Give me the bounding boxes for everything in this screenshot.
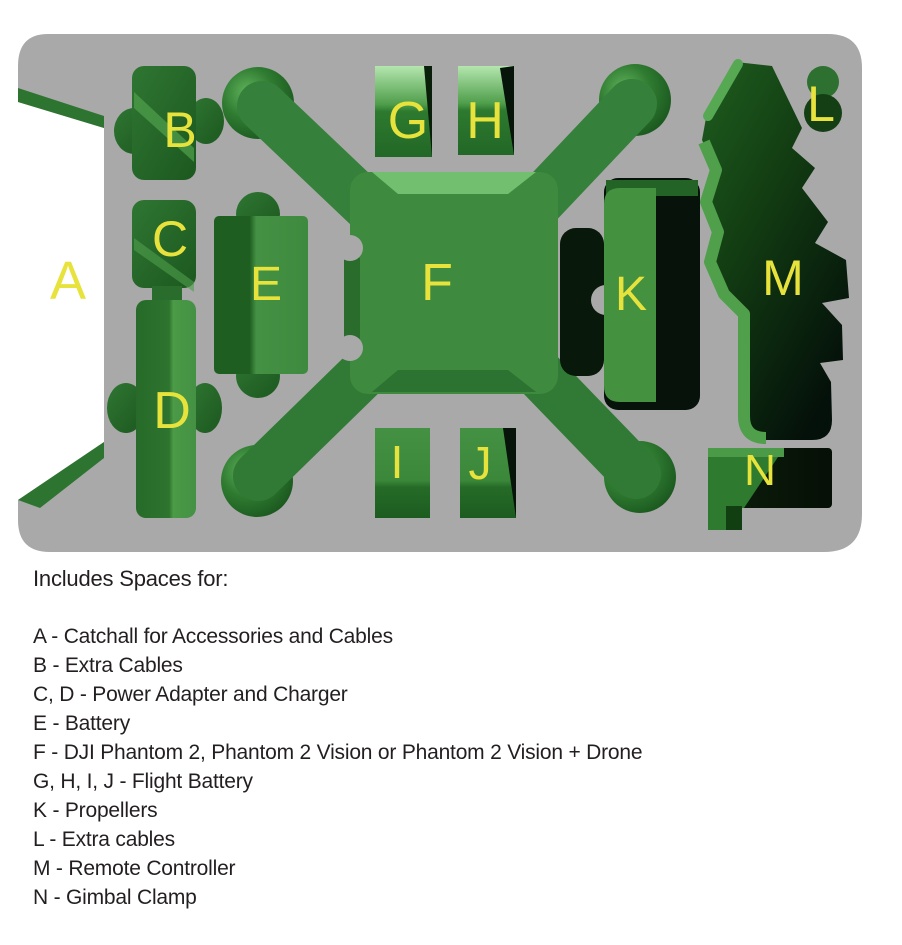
legend-item-c-d: C, D - Power Adapter and Charger	[33, 683, 348, 706]
foam-insert-diagram: A BC D E F GH I J K L M N	[18, 34, 862, 552]
legend-item-m: M - Remote Controller	[33, 857, 236, 880]
compartment-b-cutout	[114, 66, 224, 180]
compartment-h-cutout	[458, 66, 514, 155]
compartment-label-k: K	[615, 268, 647, 321]
legend-item-l: L - Extra cables	[33, 828, 175, 851]
compartment-f-cutout	[221, 64, 676, 517]
compartment-label-e: E	[250, 258, 282, 311]
compartment-l-cutout	[804, 66, 842, 132]
compartment-n-cutout	[708, 448, 832, 530]
compartment-label-b: B	[163, 102, 196, 158]
compartment-label-g: G	[388, 92, 428, 150]
compartment-a-top-wedge	[18, 88, 104, 128]
compartment-a-cutaway	[18, 102, 104, 500]
compartment-g-cutout	[375, 66, 432, 157]
compartment-c-cutout	[132, 200, 196, 310]
compartment-label-m: M	[762, 250, 804, 306]
compartment-a-bottom-wedge	[18, 442, 104, 508]
compartment-label-h: H	[466, 92, 504, 150]
legend-item-f: F - DJI Phantom 2, Phantom 2 Vision or P…	[33, 741, 643, 764]
compartment-m-cutout	[698, 59, 849, 444]
compartment-i-cutout	[375, 428, 430, 518]
compartment-label-f: F	[421, 254, 453, 312]
legend-item-b: B - Extra Cables	[33, 654, 183, 677]
compartment-label-i: I	[391, 436, 404, 488]
compartment-label-n: N	[744, 446, 776, 495]
compartment-label-j: J	[469, 437, 492, 489]
compartment-d-cutout	[107, 300, 222, 518]
compartment-j-cutout	[460, 428, 516, 518]
legend-item-a: A - Catchall for Accessories and Cables	[33, 625, 393, 648]
compartment-e-cutout	[214, 192, 308, 398]
legend-item-k: K - Propellers	[33, 799, 158, 822]
legend: Includes Spaces for: A - Catchall for Ac…	[33, 564, 873, 912]
legend-item-n: N - Gimbal Clamp	[33, 886, 197, 909]
legend-item-e: E - Battery	[33, 712, 130, 735]
compartment-label-c: C	[152, 211, 188, 267]
legend-item-g-h-i-j: G, H, I, J - Flight Battery	[33, 770, 253, 793]
compartment-label-d: D	[153, 382, 191, 440]
compartment-label-l: L	[807, 76, 835, 132]
legend-heading: Includes Spaces for:	[33, 566, 229, 591]
compartment-label-a: A	[50, 251, 86, 311]
compartment-k-cutout	[604, 178, 700, 410]
